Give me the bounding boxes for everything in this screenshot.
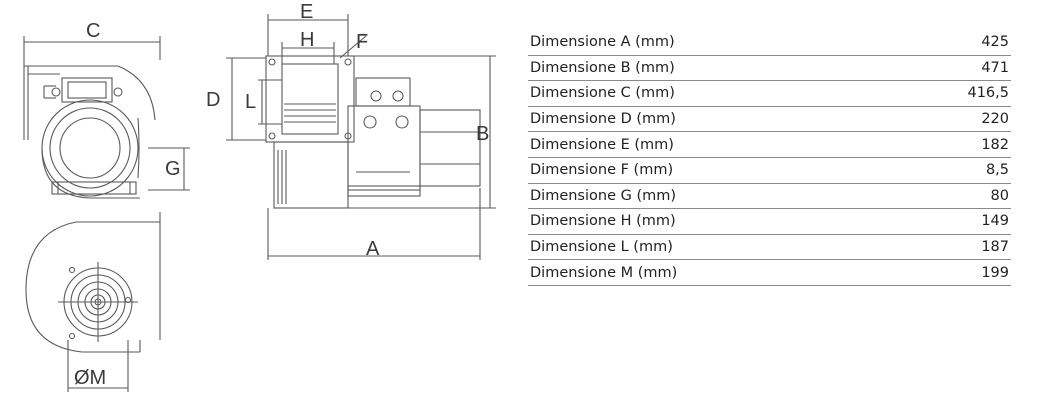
spec-value: 187	[899, 234, 1011, 261]
spec-row: Dimensione L (mm)187	[528, 234, 1011, 261]
spec-label: Dimensione A (mm)	[528, 30, 900, 56]
spec-row: Dimensione M (mm)199	[528, 259, 1011, 286]
label-g: G	[165, 158, 181, 180]
label-b: B	[476, 123, 489, 145]
spec-label: Dimensione M (mm)	[528, 259, 900, 286]
spec-value: 220	[899, 106, 1011, 133]
side-view	[23, 36, 190, 199]
spec-label: Dimensione C (mm)	[528, 80, 900, 107]
spec-row: Dimensione G (mm)80	[528, 183, 1011, 210]
spec-label: Dimensione D (mm)	[528, 106, 900, 133]
label-m: ØM	[74, 367, 106, 389]
label-l: L	[245, 91, 256, 113]
spec-label: Dimensione L (mm)	[528, 234, 900, 261]
label-f: F	[356, 31, 368, 53]
label-a: A	[366, 238, 380, 260]
spec-value: 8,5	[899, 157, 1011, 184]
spec-value: 425	[899, 30, 1011, 56]
spec-value: 416,5	[899, 80, 1011, 107]
spec-row: Dimensione A (mm)425	[528, 30, 1011, 56]
label-h: H	[300, 29, 314, 51]
spec-value: 182	[899, 131, 1011, 158]
spec-value: 80	[899, 183, 1011, 210]
label-d: D	[206, 89, 220, 111]
spec-value: 471	[899, 55, 1011, 82]
spec-row: Dimensione F (mm)8,5	[528, 157, 1011, 184]
spec-row: Dimensione B (mm)471	[528, 55, 1011, 82]
label-c: C	[86, 20, 100, 42]
spec-label: Dimensione G (mm)	[528, 183, 900, 210]
spec-value: 149	[899, 208, 1011, 235]
spec-row: Dimensione D (mm)220	[528, 106, 1011, 133]
top-view	[226, 14, 496, 260]
spec-label: Dimensione F (mm)	[528, 157, 900, 184]
front-view	[25, 212, 161, 392]
spec-row: Dimensione E (mm)182	[528, 131, 1011, 158]
spec-row: Dimensione C (mm)416,5	[528, 80, 1011, 107]
spec-value: 199	[899, 259, 1011, 286]
spec-label: Dimensione E (mm)	[528, 131, 900, 158]
label-e: E	[300, 1, 313, 23]
spec-label: Dimensione H (mm)	[528, 208, 900, 235]
spec-row: Dimensione H (mm)149	[528, 208, 1011, 235]
spec-label: Dimensione B (mm)	[528, 55, 900, 82]
